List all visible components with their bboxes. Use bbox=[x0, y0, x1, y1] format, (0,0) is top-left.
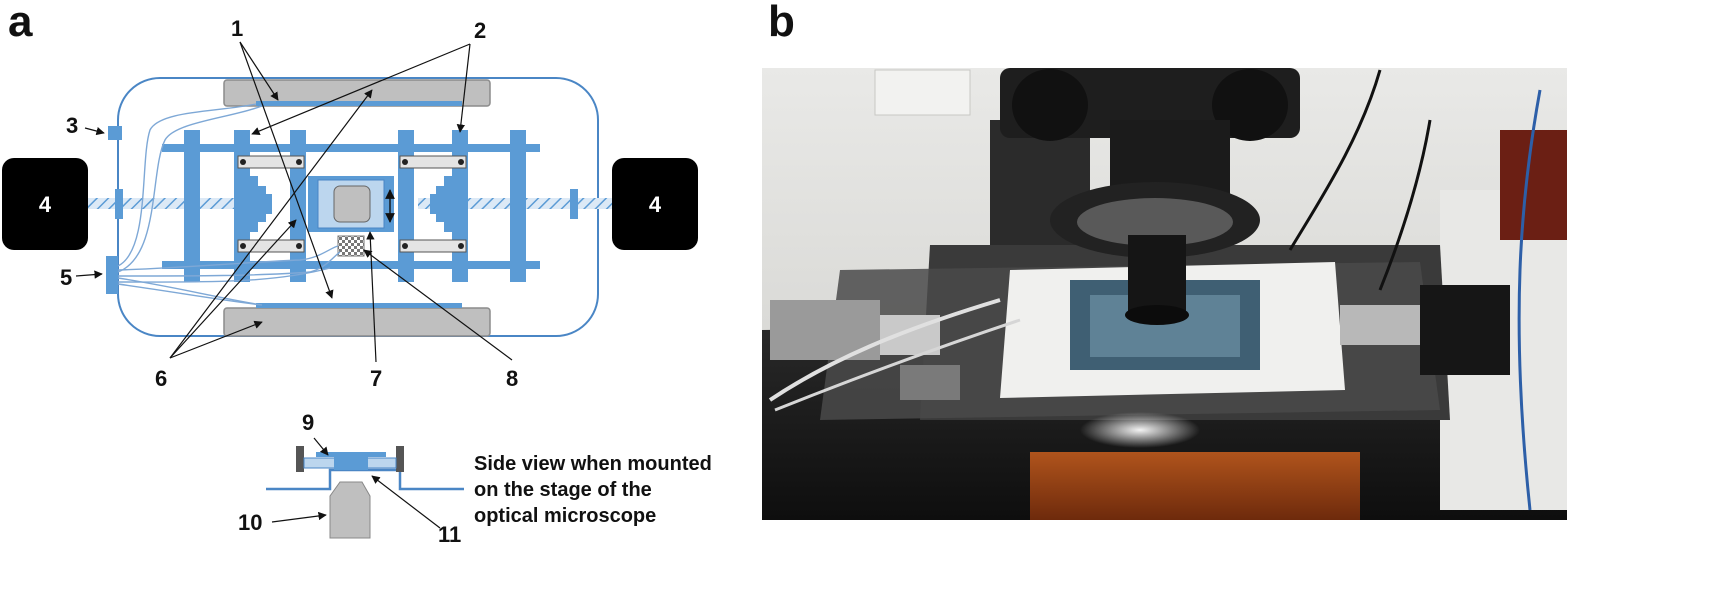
clamp-plate bbox=[399, 155, 467, 169]
electrode-top bbox=[256, 101, 462, 106]
motor-right-label: 4 bbox=[649, 192, 662, 217]
grip-right bbox=[430, 176, 452, 232]
motor-right bbox=[612, 158, 698, 250]
clamp-plate bbox=[237, 155, 305, 169]
callout-3: 3 bbox=[66, 113, 78, 138]
connector-3 bbox=[108, 126, 122, 140]
checkered-sensor bbox=[337, 235, 365, 257]
motor-left-label: 4 bbox=[39, 192, 52, 217]
motor-left bbox=[2, 158, 88, 250]
side-view-caption-line-1: Side view when mounted bbox=[474, 453, 712, 475]
electrode-bottom bbox=[256, 303, 462, 308]
callout-5: 5 bbox=[60, 265, 72, 290]
bushing-left bbox=[115, 189, 123, 219]
post bbox=[234, 130, 250, 282]
callout-7: 7 bbox=[370, 366, 382, 391]
clamp-plate bbox=[237, 239, 305, 253]
setup-photograph bbox=[762, 68, 1567, 520]
post bbox=[184, 130, 200, 282]
panel-letter-b: b bbox=[768, 0, 795, 46]
post bbox=[398, 130, 414, 282]
objective-lens bbox=[329, 481, 371, 539]
callout-leaders bbox=[75, 41, 513, 363]
callout-6: 6 bbox=[155, 366, 167, 391]
side-view-leaders bbox=[271, 437, 441, 529]
clamp-plate bbox=[399, 239, 467, 253]
bushing-right bbox=[570, 189, 578, 219]
connector-5 bbox=[106, 256, 118, 294]
side-view bbox=[266, 446, 464, 539]
callout-10: 10 bbox=[238, 510, 262, 535]
callout-1: 1 bbox=[231, 16, 243, 41]
side-view-caption-line-3: optical microscope bbox=[474, 505, 656, 527]
lead-screw-left bbox=[88, 198, 238, 209]
callout-11: 11 bbox=[438, 522, 461, 547]
post bbox=[452, 130, 468, 282]
grip-left bbox=[250, 176, 272, 232]
side-view-caption-line-2: on the stage of the bbox=[474, 479, 652, 501]
callout-8: 8 bbox=[506, 366, 518, 391]
callout-9: 9 bbox=[302, 410, 314, 435]
rail-top bbox=[162, 144, 540, 152]
sample-well bbox=[333, 185, 371, 223]
wires bbox=[117, 103, 341, 306]
rail-bottom bbox=[162, 261, 540, 269]
magnet-bottom bbox=[223, 307, 491, 337]
panel-letter-a: a bbox=[8, 0, 33, 46]
post bbox=[510, 130, 526, 282]
screw-heads bbox=[240, 159, 464, 249]
callout-2: 2 bbox=[474, 18, 486, 43]
